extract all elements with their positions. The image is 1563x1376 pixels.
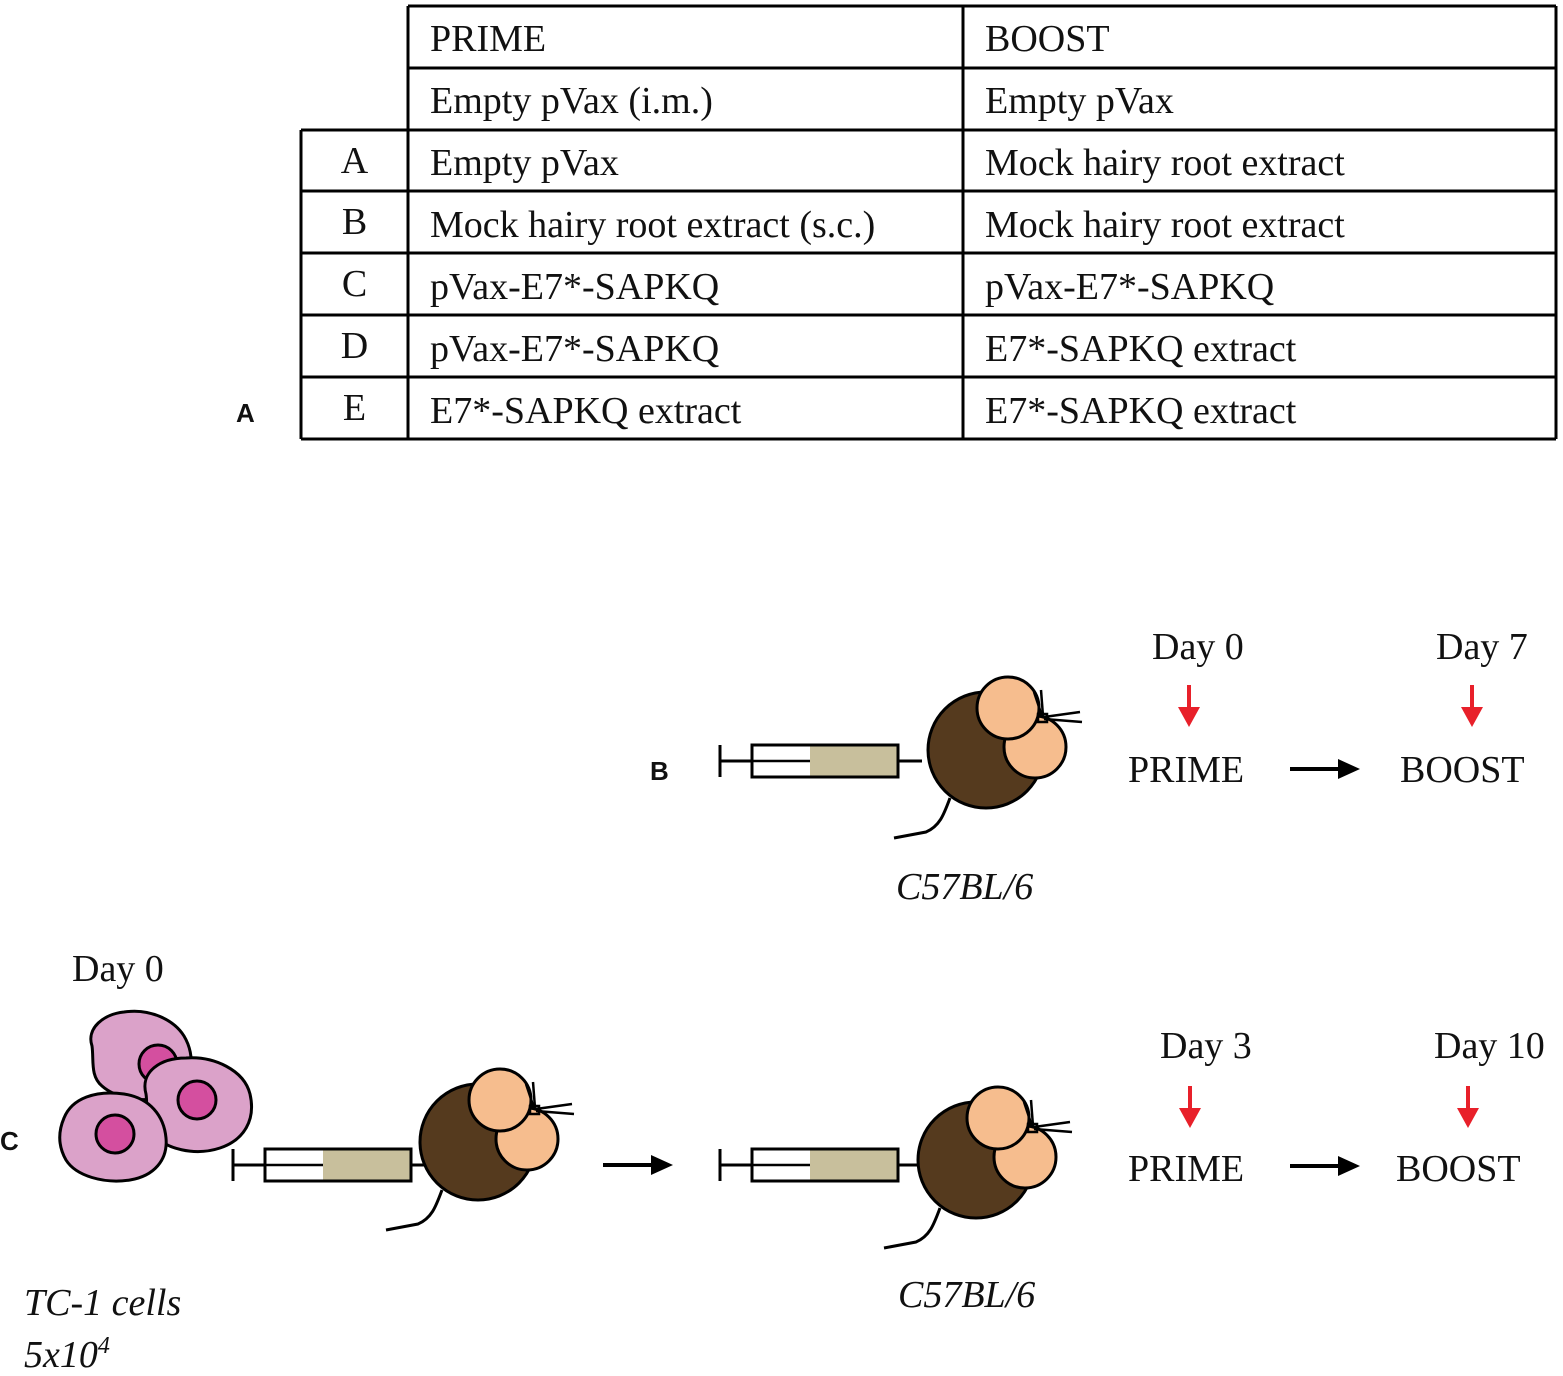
panel-c-prime-red-arrow bbox=[1177, 1084, 1203, 1130]
row-d-boost: E7*-SAPKQ extract bbox=[985, 328, 1297, 370]
tc1-cells bbox=[58, 1009, 253, 1183]
row-d-prime: pVax-E7*-SAPKQ bbox=[430, 328, 720, 370]
row-a-group: A bbox=[340, 140, 369, 182]
panel-c-boost-label: BOOST bbox=[1396, 1148, 1521, 1190]
control-boost: Empty pVax bbox=[985, 80, 1174, 122]
panel-b-label: B bbox=[650, 756, 669, 786]
header-prime: PRIME bbox=[430, 18, 547, 60]
panel-c-prime-day: Day 3 bbox=[1160, 1025, 1252, 1067]
panel-c-sequence-arrow bbox=[1288, 1154, 1362, 1178]
row-a-prime: Empty pVax bbox=[430, 142, 619, 184]
table-grid bbox=[299, 4, 1558, 441]
row-a-boost: Mock hairy root extract bbox=[985, 142, 1345, 184]
panel-c-mouse-2 bbox=[882, 1085, 1074, 1250]
panel-c-mouse-1 bbox=[384, 1067, 576, 1232]
panel-b-prime-day: Day 0 bbox=[1152, 626, 1244, 668]
panel-b-boost-label: BOOST bbox=[1400, 749, 1525, 791]
panel-b-prime-label: PRIME bbox=[1128, 749, 1245, 791]
row-b-prime: Mock hairy root extract (s.c.) bbox=[430, 204, 876, 246]
panel-c-prime-label: PRIME bbox=[1128, 1148, 1245, 1190]
tc1-cells-label: TC-1 cells bbox=[24, 1282, 182, 1324]
tc1-cells-count-exponent: 4 bbox=[97, 1333, 110, 1359]
row-e-group: E bbox=[342, 387, 367, 429]
panel-b-sequence-arrow bbox=[1288, 757, 1362, 781]
row-d-group: D bbox=[340, 325, 369, 367]
panel-b-prime-red-arrow bbox=[1176, 683, 1202, 729]
panel-b-mouse-strain: C57BL/6 bbox=[896, 866, 1034, 908]
control-prime: Empty pVax (i.m.) bbox=[430, 80, 713, 122]
row-c-boost: pVax-E7*-SAPKQ bbox=[985, 266, 1275, 308]
panel-c-transfer-arrow bbox=[601, 1153, 675, 1177]
row-e-prime: E7*-SAPKQ extract bbox=[430, 390, 742, 432]
panel-b-boost-day: Day 7 bbox=[1436, 626, 1528, 668]
row-b-group: B bbox=[341, 201, 368, 243]
panel-b-syringe bbox=[718, 743, 924, 779]
row-c-prime: pVax-E7*-SAPKQ bbox=[430, 266, 720, 308]
panel-b-boost-red-arrow bbox=[1459, 683, 1485, 729]
panel-b-mouse bbox=[892, 675, 1084, 840]
panel-c-tumor-day: Day 0 bbox=[72, 948, 164, 990]
panel-c-syringe-1 bbox=[231, 1147, 437, 1183]
panel-c-boost-day: Day 10 bbox=[1434, 1025, 1545, 1067]
panel-c-label: C bbox=[0, 1126, 19, 1156]
tc1-cells-count: 5x104 bbox=[24, 1334, 110, 1374]
panel-c-syringe-2 bbox=[718, 1147, 924, 1183]
panel-a-label: A bbox=[236, 398, 255, 428]
tc1-cells-count-base: 5x10 bbox=[24, 1334, 98, 1376]
panel-c-boost-red-arrow bbox=[1455, 1084, 1481, 1130]
row-b-boost: Mock hairy root extract bbox=[985, 204, 1345, 246]
header-boost: BOOST bbox=[985, 18, 1110, 60]
row-c-group: C bbox=[341, 263, 368, 305]
panel-c-mouse-strain: C57BL/6 bbox=[898, 1274, 1036, 1316]
row-e-boost: E7*-SAPKQ extract bbox=[985, 390, 1297, 432]
